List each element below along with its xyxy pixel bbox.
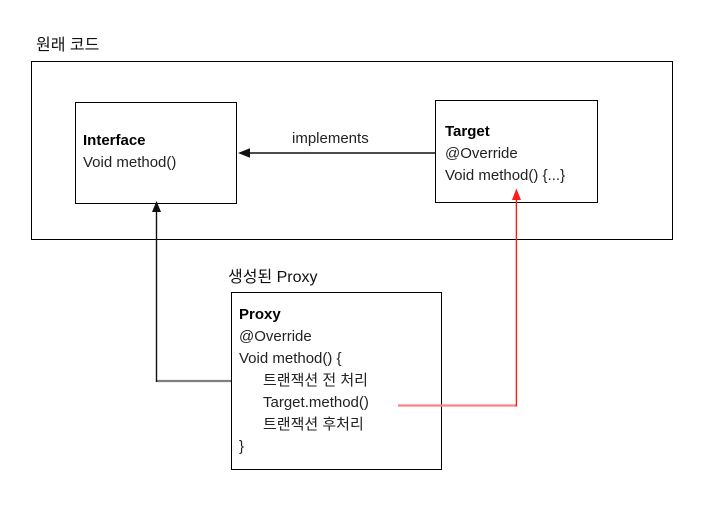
target-node-line-override: @Override [445, 145, 518, 162]
proxy-node-line-override: @Override [239, 328, 312, 345]
target-node-title: Target [445, 123, 490, 140]
interface-node-title: Interface [83, 132, 146, 149]
target-node: Target @Override Void method() {...} [435, 100, 598, 203]
generated-proxy-label: 생성된 Proxy [228, 269, 318, 286]
original-code-label: 원래 코드 [36, 37, 100, 54]
interface-node-line: Void method() [83, 154, 177, 171]
proxy-node-line-pre-transaction: 트랜잭션 전 처리 [263, 372, 368, 389]
proxy-node: Proxy @Override Void method() { 트랜잭션 전 처… [231, 292, 442, 470]
proxy-node-line-close-brace: } [239, 438, 245, 455]
proxy-node-line-post-transaction: 트랜잭션 후처리 [263, 416, 364, 433]
proxy-node-line-target-call: Target.method() [263, 394, 369, 411]
target-node-line-method: Void method() {...} [445, 167, 566, 184]
interface-node: Interface Void method() [75, 102, 237, 204]
original-code-container [31, 61, 673, 240]
implements-label: implements [292, 130, 369, 147]
proxy-node-title: Proxy [239, 306, 281, 323]
proxy-node-line-method-open: Void method() { [239, 350, 342, 367]
